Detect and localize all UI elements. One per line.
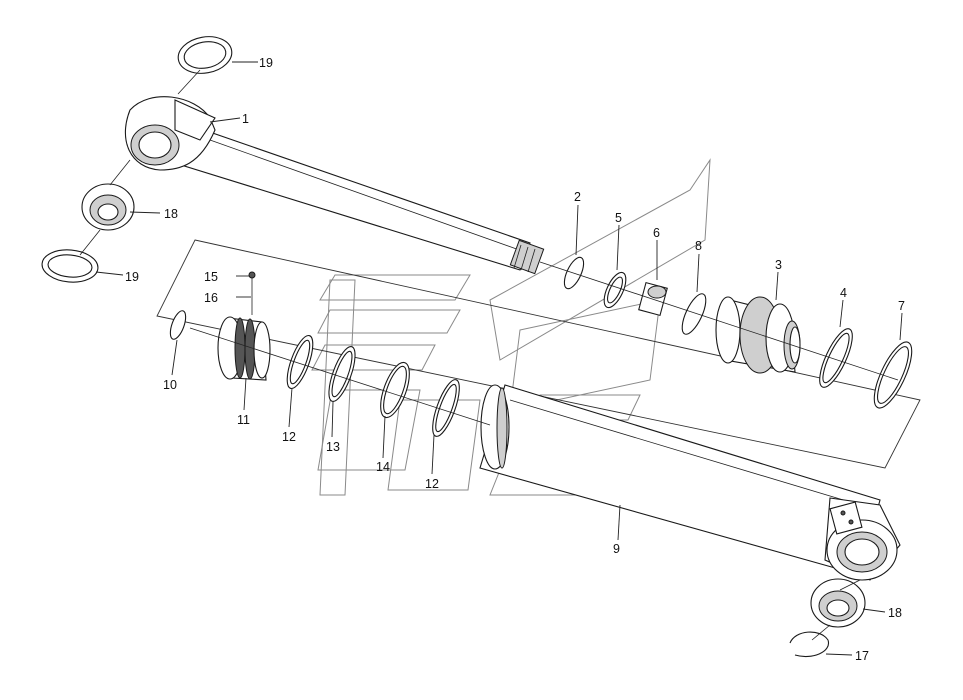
snap-ring-17 [789, 631, 829, 658]
callout-17: 17 [855, 649, 869, 663]
callout-9: 9 [613, 542, 620, 556]
callout-2: 2 [574, 190, 581, 204]
seal-7 [873, 341, 913, 409]
callout-12-left: 12 [282, 430, 296, 444]
callout-5: 5 [615, 211, 622, 225]
ring-19-lower [41, 249, 99, 283]
watermark-logo [311, 158, 711, 496]
seal-5 [603, 271, 627, 309]
callout-4: 4 [840, 286, 847, 300]
piston-assembly-box [156, 239, 921, 469]
callout-18-upper: 18 [164, 207, 178, 221]
callout-19-lower: 19 [125, 270, 139, 284]
piston-11 [217, 316, 271, 381]
callouts: 19 1 18 19 2 5 6 8 3 4 7 15 16 10 11 12 … [125, 56, 905, 663]
bushing-18-lower [810, 578, 866, 628]
wear-ring-14 [380, 361, 410, 419]
callout-14: 14 [376, 460, 390, 474]
guide-sleeve-3 [715, 296, 801, 374]
seal-12-right [432, 379, 460, 437]
callout-7: 7 [898, 299, 905, 313]
seal-13 [328, 346, 356, 402]
piston-rod [124, 96, 545, 275]
leader-lines [95, 61, 903, 656]
cylinder-barrel [479, 384, 901, 581]
callout-13: 13 [326, 440, 340, 454]
callout-18-lower: 18 [888, 606, 902, 620]
callout-8: 8 [695, 239, 702, 253]
callout-12-right: 12 [425, 477, 439, 491]
callout-10: 10 [163, 378, 177, 392]
callout-11: 11 [237, 413, 250, 427]
set-screw-15 [248, 271, 256, 279]
bushing-18-upper [81, 183, 135, 231]
callout-15: 15 [204, 270, 218, 284]
callout-19-upper: 19 [259, 56, 273, 70]
callout-6: 6 [653, 226, 660, 240]
seal-8 [681, 293, 707, 335]
seal-12-left [286, 334, 314, 390]
callout-16: 16 [204, 291, 218, 305]
ring-19-upper [177, 36, 233, 74]
snap-ring-10 [169, 310, 187, 340]
callout-1: 1 [242, 112, 249, 126]
callout-3: 3 [775, 258, 782, 272]
seal-4 [819, 328, 853, 388]
